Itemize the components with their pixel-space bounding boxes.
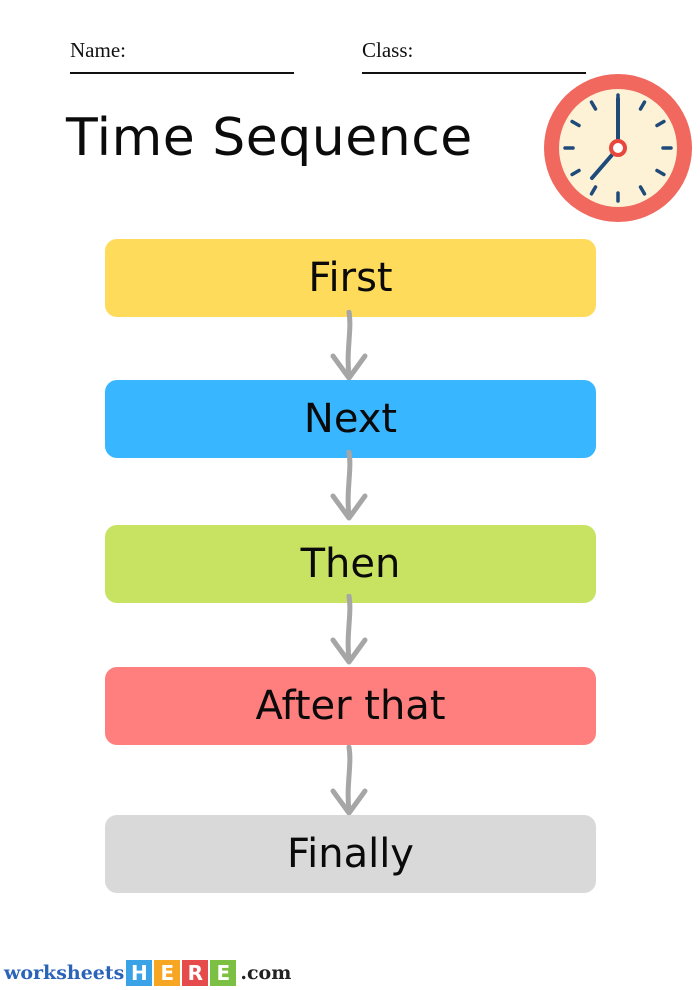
clock-tick bbox=[655, 119, 666, 128]
step-finally: Finally bbox=[105, 815, 596, 893]
brand-tile: R bbox=[182, 960, 209, 986]
brand-suffix: .com bbox=[240, 962, 292, 984]
step-first: First bbox=[105, 239, 596, 317]
step-after-that: After that bbox=[105, 667, 596, 745]
step-label: First bbox=[308, 255, 393, 301]
clock-ticks bbox=[563, 93, 673, 203]
name-field[interactable]: Name: bbox=[70, 38, 294, 74]
clock-tick bbox=[589, 100, 598, 111]
brand-tile: H bbox=[126, 960, 153, 986]
step-then: Then bbox=[105, 525, 596, 603]
clock-tick bbox=[570, 119, 581, 128]
arrow-down-icon bbox=[330, 745, 368, 816]
brand-tile: E bbox=[210, 960, 237, 986]
clock-tick bbox=[655, 168, 666, 177]
class-label: Class: bbox=[362, 38, 414, 62]
clock-center bbox=[609, 139, 627, 157]
arrow-down-icon bbox=[330, 450, 368, 521]
step-label: Finally bbox=[287, 831, 414, 877]
name-label: Name: bbox=[70, 38, 126, 62]
brand-logo[interactable]: worksheets H E R E .com bbox=[4, 958, 291, 988]
brand-tile: E bbox=[154, 960, 181, 986]
clock-icon bbox=[544, 74, 692, 222]
class-field[interactable]: Class: bbox=[362, 38, 586, 74]
clock-tick bbox=[638, 100, 647, 111]
step-label: After that bbox=[255, 683, 446, 729]
clock-tick bbox=[589, 185, 598, 196]
brand-word: worksheets bbox=[4, 962, 125, 984]
clock-tick bbox=[638, 185, 647, 196]
step-next: Next bbox=[105, 380, 596, 458]
page-title: Time Sequence bbox=[66, 108, 473, 168]
arrow-down-icon bbox=[330, 310, 368, 381]
step-label: Next bbox=[303, 396, 398, 442]
arrow-down-icon bbox=[330, 594, 368, 665]
step-label: Then bbox=[300, 541, 401, 587]
clock-tick bbox=[570, 168, 581, 177]
